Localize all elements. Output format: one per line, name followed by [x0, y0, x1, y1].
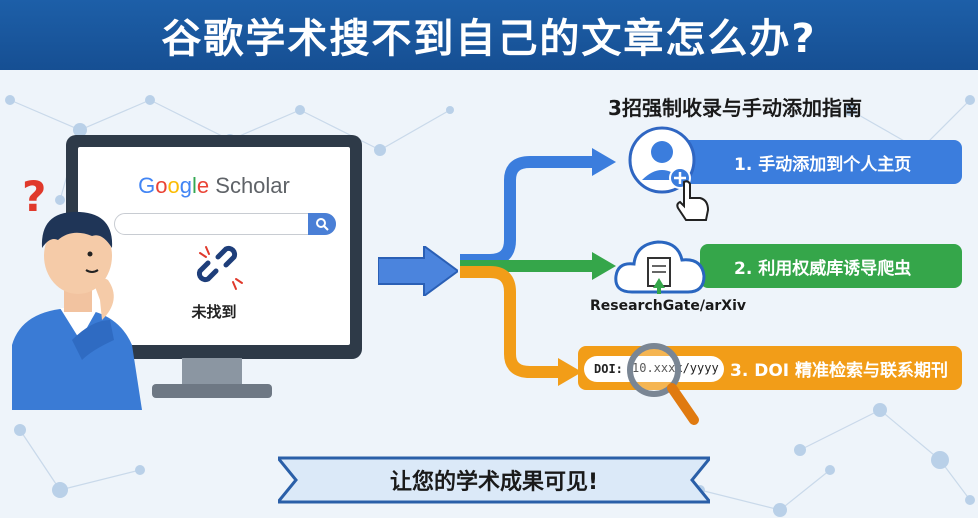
doi-prefix: DOI:	[594, 362, 623, 376]
monitor: Google Scholar 未找到	[66, 135, 362, 359]
subtitle: 3招强制收录与手动添加指南	[608, 96, 862, 120]
option-label: 1. 手动添加到个人主页	[734, 154, 912, 175]
logo-letter: o	[167, 173, 180, 198]
option-manual-add: 1. 手动添加到个人主页	[678, 140, 962, 184]
network-background	[5, 95, 975, 517]
not-found-label: 未找到	[191, 303, 237, 321]
search-input[interactable]	[114, 213, 336, 235]
monitor-base	[152, 384, 272, 398]
logo-letter: o	[155, 173, 168, 198]
search-icon	[316, 218, 329, 231]
avatar-add-icon	[628, 126, 696, 194]
option-authority-repos: 2. 利用权威库诱导爬虫	[700, 244, 962, 288]
search-button[interactable]	[308, 213, 336, 235]
option-label: 2. 利用权威库诱导爬虫	[734, 258, 912, 279]
page-title: 谷歌学术搜不到自己的文章怎么办?	[161, 16, 817, 62]
title-bar: 谷歌学术搜不到自己的文章怎么办?	[0, 0, 978, 70]
broken-link-icon	[196, 245, 243, 290]
logo-scholar-word: Scholar	[215, 173, 290, 198]
ribbon-banner	[278, 456, 710, 504]
google-scholar-logo: Google Scholar	[78, 173, 350, 199]
right-arrow-icon	[378, 246, 458, 296]
footer-banner-text: 让您的学术成果可见!	[389, 470, 599, 495]
option-label: 3. DOI 精准检索与联系期刊	[730, 360, 949, 381]
monitor-stand	[182, 358, 242, 386]
branch-arrows	[460, 148, 616, 386]
magnifier-icon	[627, 343, 699, 425]
repository-caption: ResearchGate/arXiv	[590, 298, 747, 314]
logo-letter: g	[179, 173, 192, 198]
cloud-upload-icon	[614, 240, 706, 294]
logo-letter: l	[192, 173, 197, 198]
confused-person-illustration	[12, 211, 142, 410]
question-mark-icon: ?	[22, 172, 47, 221]
monitor-screen: Google Scholar 未找到	[78, 147, 350, 345]
pointing-hand-icon	[676, 180, 710, 221]
logo-letter: e	[196, 173, 210, 198]
logo-letter: G	[138, 173, 156, 198]
